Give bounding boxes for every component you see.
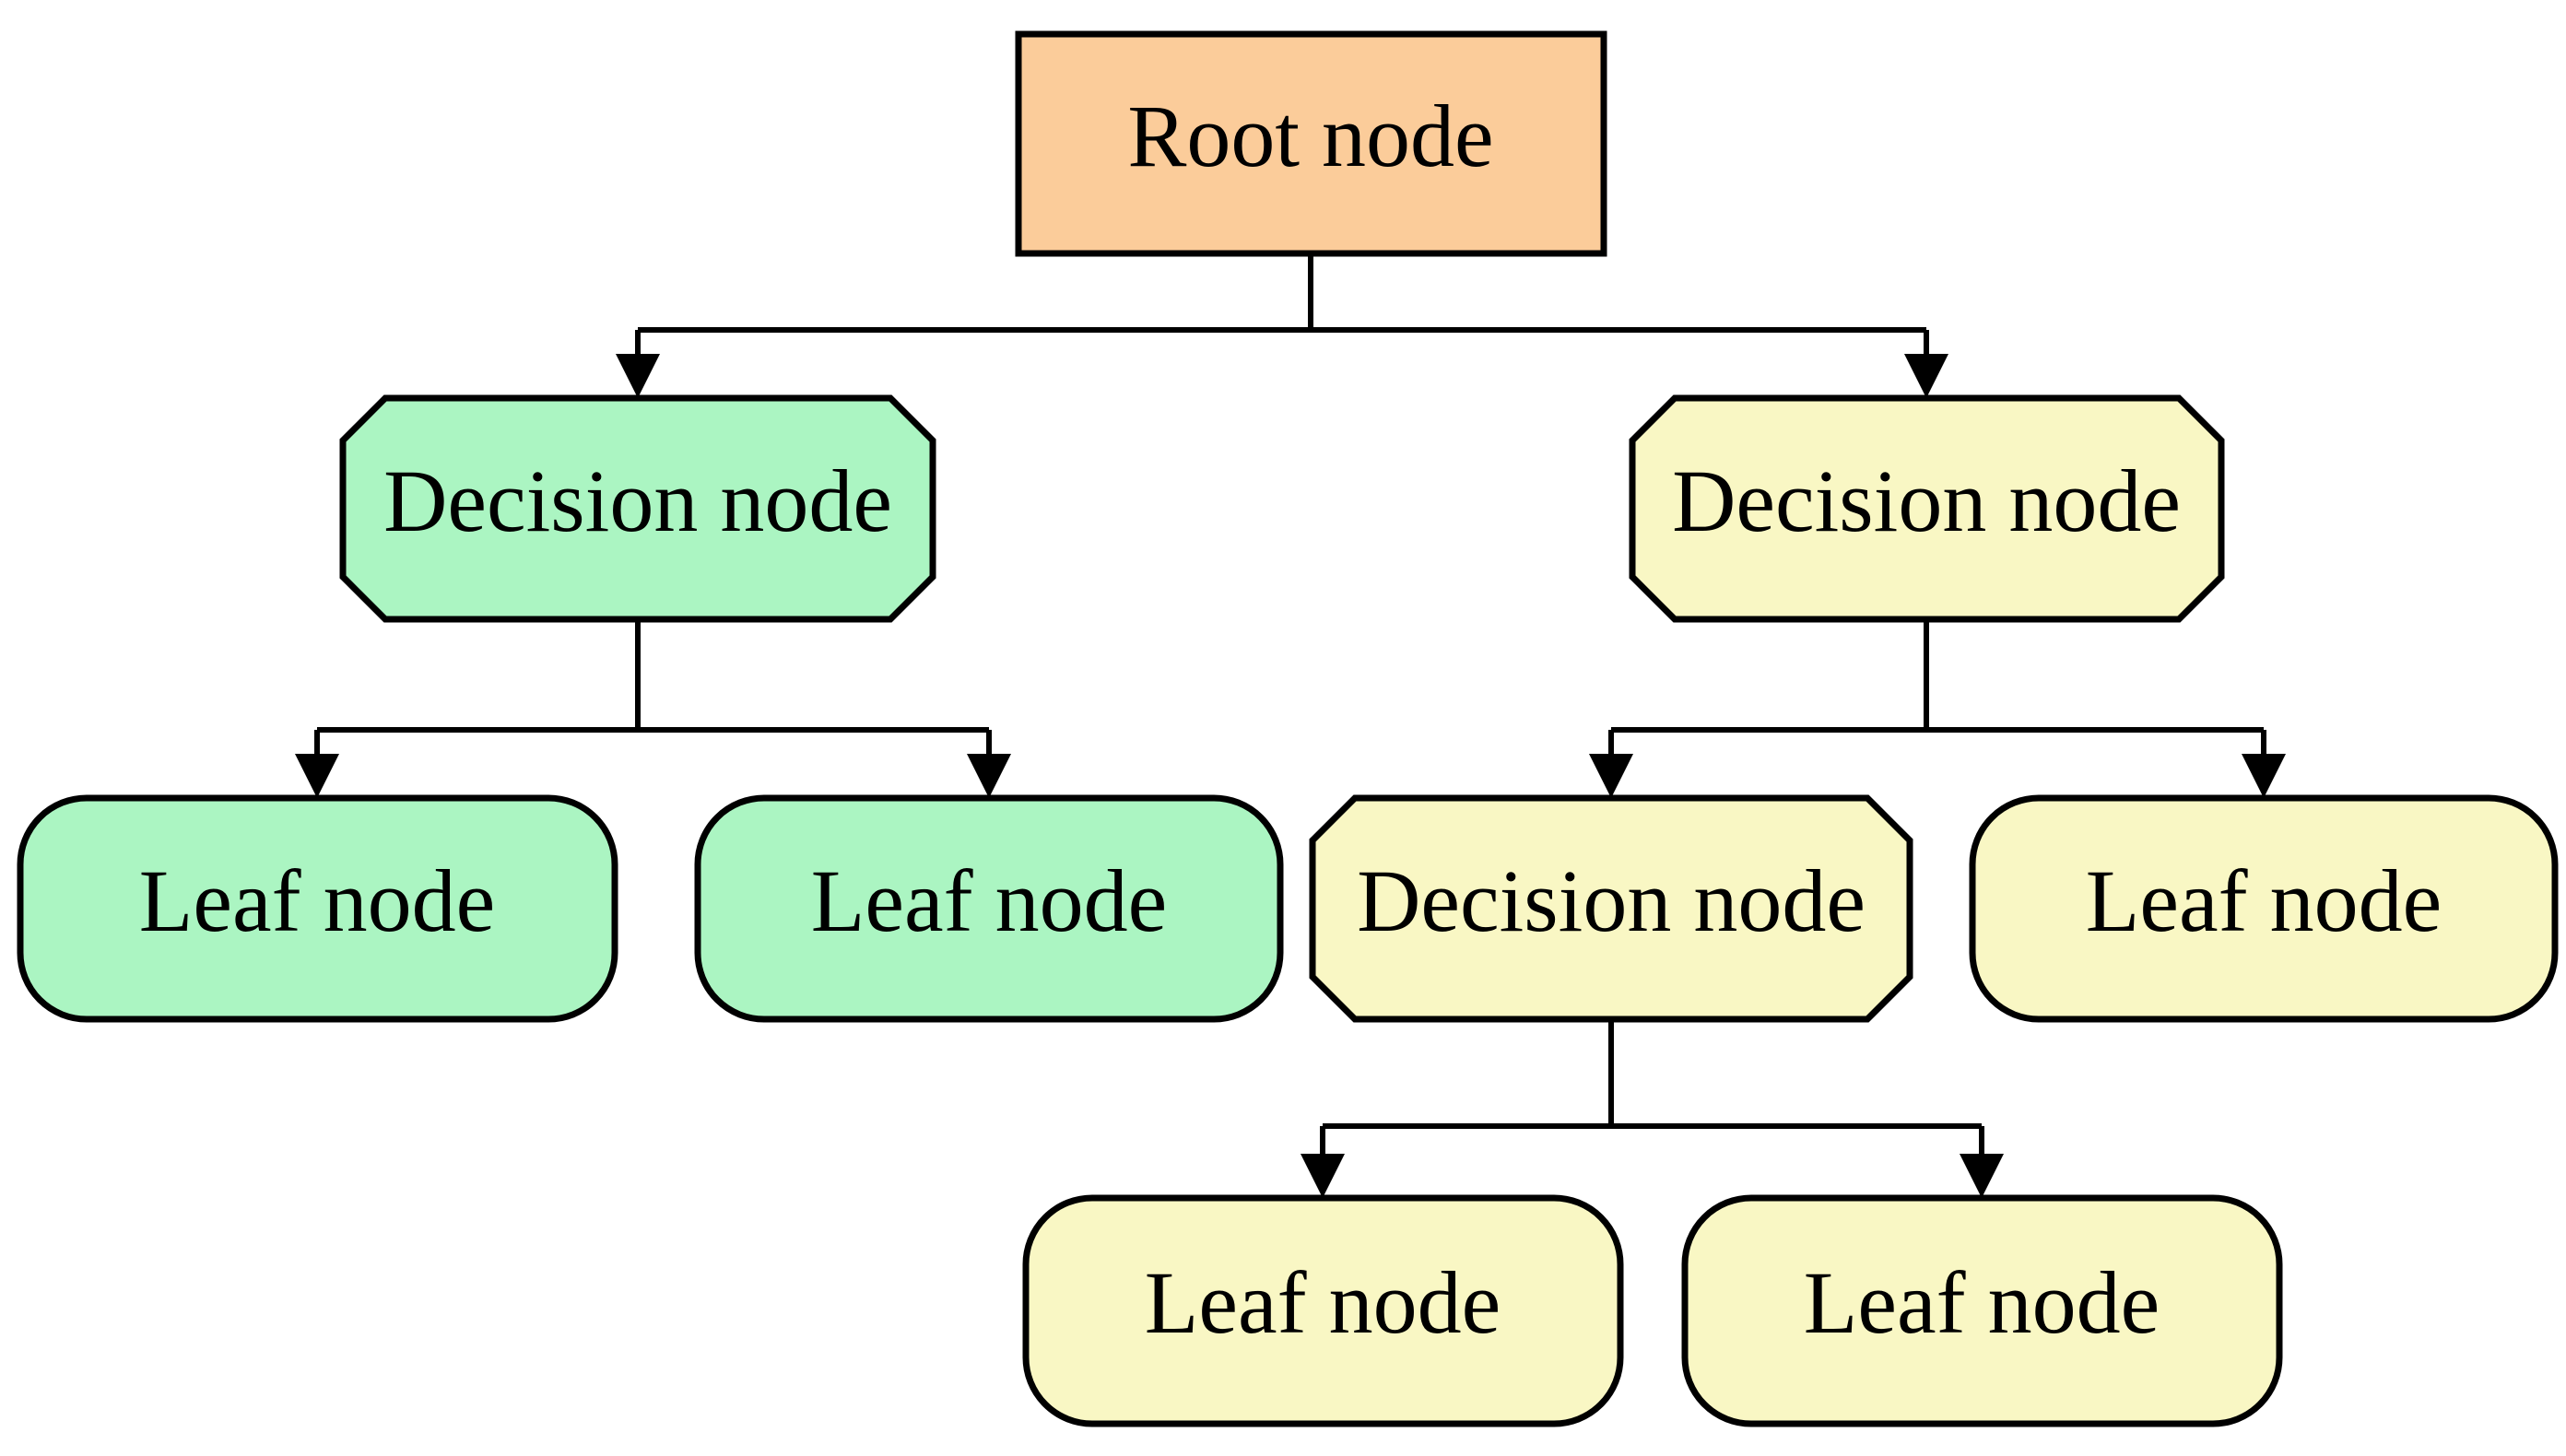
tree-node-leaf-left-1[interactable]: Leaf node	[17, 794, 618, 1023]
node-label: Decision node	[1672, 452, 2181, 550]
node-shape-rectangle[interactable]	[1015, 30, 1607, 257]
node-label: Decision node	[1357, 851, 1866, 950]
edge-connector-line	[635, 619, 992, 754]
edge-connector-line	[1608, 1019, 1984, 1154]
tree-node-decision-left[interactable]: Decision node	[339, 394, 936, 623]
node-shape-rounded-rectangle[interactable]	[1022, 1194, 1624, 1427]
node-shape-octagon[interactable]	[1309, 794, 1913, 1023]
node-label: Leaf node	[1145, 1253, 1501, 1352]
arrow-head-icon	[1301, 1154, 1345, 1198]
node-shape-octagon[interactable]	[339, 394, 936, 623]
node-label: Leaf node	[1804, 1253, 2160, 1352]
node-shape-rounded-rectangle[interactable]	[1681, 1194, 2283, 1427]
arrow-head-icon	[616, 354, 660, 398]
tree-node-decision-right[interactable]: Decision node	[1629, 394, 2225, 623]
arrow-head-icon	[295, 754, 339, 798]
node-shape-octagon[interactable]	[1629, 394, 2225, 623]
node-label: Leaf node	[811, 851, 1167, 950]
tree-node-leaf-left-2[interactable]: Leaf node	[694, 794, 1284, 1023]
tree-edge	[1608, 1019, 2004, 1198]
node-label: Leaf node	[2086, 851, 2442, 950]
tree-edge	[1589, 619, 1929, 798]
tree-node-leaf-deep-2[interactable]: Leaf node	[1681, 1194, 2283, 1427]
arrow-head-icon	[1960, 1154, 2004, 1198]
node-shape-rounded-rectangle[interactable]	[1969, 794, 2559, 1023]
node-shape-rounded-rectangle[interactable]	[694, 794, 1284, 1023]
edge-connector-line	[314, 619, 641, 754]
arrow-head-icon	[1589, 754, 1633, 798]
tree-edge	[1308, 253, 1948, 398]
edge-connector-line	[1608, 619, 1929, 754]
tree-edge	[635, 619, 1011, 798]
edge-connector-line	[635, 253, 1313, 354]
edge-connector-line	[1308, 253, 1929, 354]
arrow-head-icon	[1904, 354, 1948, 398]
tree-node-leaf-deep-1[interactable]: Leaf node	[1022, 1194, 1624, 1427]
node-label: Leaf node	[139, 851, 495, 950]
tree-node-leaf-right-1[interactable]: Leaf node	[1969, 794, 2559, 1023]
edge-connector-line	[1320, 1019, 1614, 1154]
arrow-head-icon	[967, 754, 1011, 798]
edges-layer	[295, 253, 2286, 1198]
tree-node-decision-right-child[interactable]: Decision node	[1309, 794, 1913, 1023]
node-label: Decision node	[383, 452, 892, 550]
node-label: Root node	[1127, 87, 1493, 185]
tree-node-root[interactable]: Root node	[1015, 30, 1607, 257]
tree-edge	[295, 619, 641, 798]
edge-connector-line	[1924, 619, 2266, 754]
tree-edge	[1924, 619, 2286, 798]
tree-edge	[1301, 1019, 1614, 1198]
node-shape-rounded-rectangle[interactable]	[17, 794, 618, 1023]
arrow-head-icon	[2242, 754, 2286, 798]
tree-edge	[616, 253, 1313, 398]
